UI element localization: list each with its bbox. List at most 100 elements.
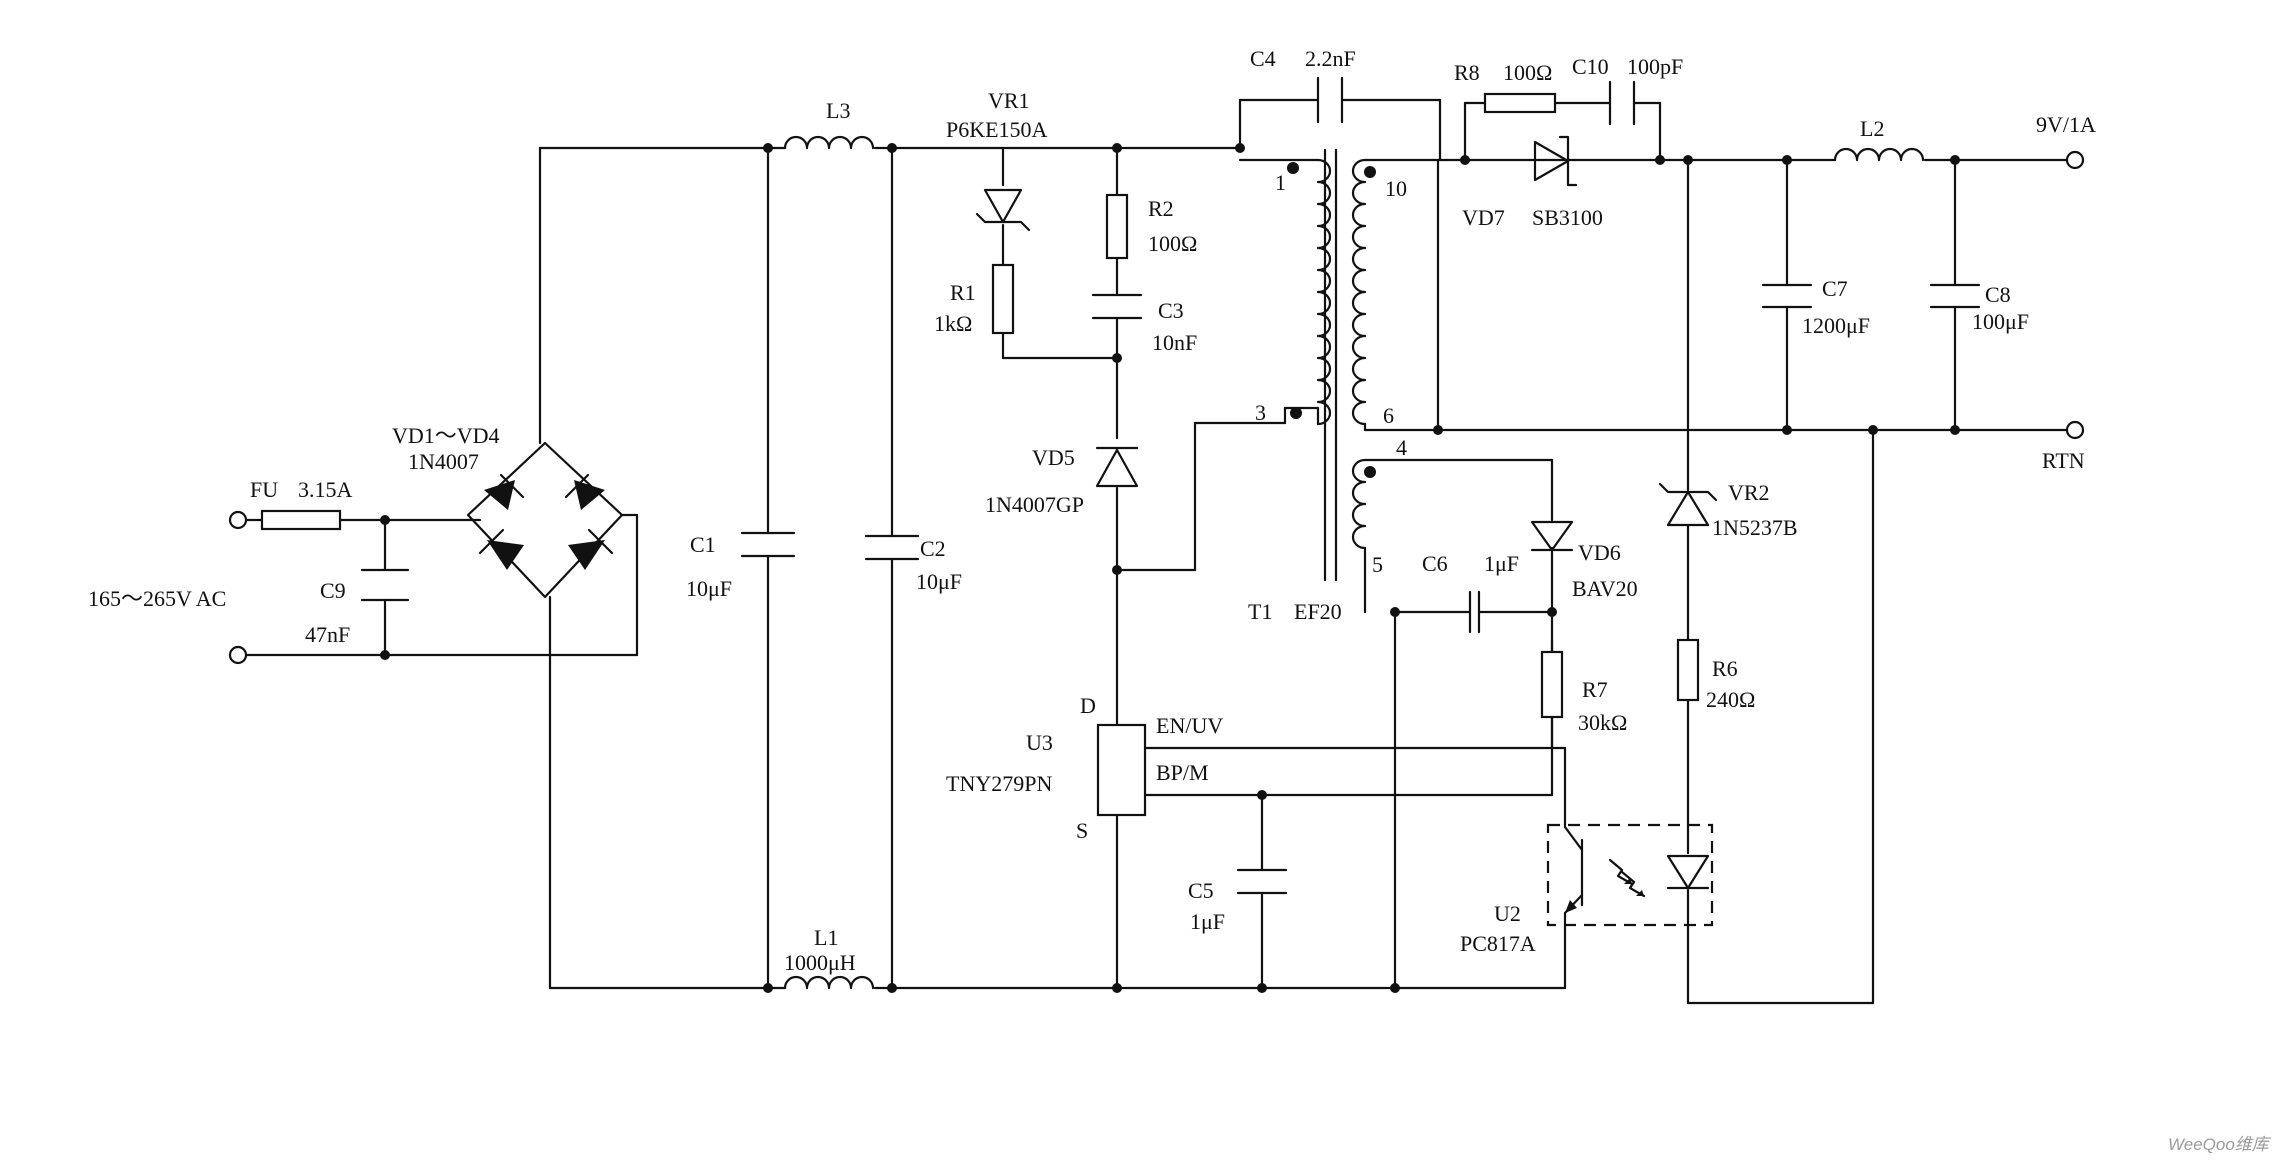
r8-ref: R8 [1454, 60, 1480, 85]
l2-inductor [1833, 147, 1925, 162]
c4-ref: C4 [1250, 46, 1276, 71]
c6-symbol [1468, 590, 1481, 634]
input-voltage-label: 165～265V AC [88, 586, 226, 611]
c5-ref: C5 [1188, 878, 1214, 903]
t1-pin3: 3 [1255, 400, 1266, 425]
vr1-value: P6KE150A [946, 117, 1048, 142]
c7-value: 1200μF [1802, 313, 1870, 338]
labels: 165～265V AC FU 3.15A C9 47nF VD1～VD4 1N4… [88, 46, 2272, 1154]
c10-value: 100pF [1627, 54, 1683, 79]
l3-inductor [783, 135, 875, 150]
c1-value: 10μF [686, 576, 732, 601]
c6-ref: C6 [1422, 551, 1448, 576]
c2-ref: C2 [920, 536, 946, 561]
t1-ref: T1 [1248, 599, 1272, 624]
t1-transformer [1283, 148, 1376, 582]
vr2-value: 1N5237B [1712, 515, 1798, 540]
vr1-tvs [975, 188, 1031, 232]
vd5-ref: VD5 [1032, 445, 1075, 470]
r7-resistor [1540, 650, 1564, 719]
u3-value: TNY279PN [946, 771, 1052, 796]
c5-value: 1μF [1190, 909, 1225, 934]
r6-resistor [1676, 638, 1700, 702]
l3-ref: L3 [826, 98, 850, 123]
c1-symbol [740, 531, 796, 558]
u3-pin-d: D [1080, 693, 1096, 718]
c5-symbol [1236, 868, 1288, 895]
output-return-label: RTN [2042, 448, 2085, 473]
c6-value: 1μF [1484, 551, 1519, 576]
r1-resistor [991, 263, 1015, 335]
l1-inductor [783, 975, 875, 990]
t1-pin1: 1 [1275, 170, 1286, 195]
c3-symbol [1091, 293, 1143, 320]
c9-ref: C9 [320, 578, 346, 603]
vr2-ref: VR2 [1728, 480, 1770, 505]
u3-ref: U3 [1026, 730, 1053, 755]
fuse-body [260, 509, 342, 531]
c9-value: 47nF [305, 622, 350, 647]
c3-value: 10nF [1152, 330, 1197, 355]
l1-ref: L1 [814, 925, 838, 950]
fu-ref: FU [250, 477, 278, 502]
vd1-ref: VD1～VD4 [392, 423, 500, 448]
u3-pin-en: EN/UV [1156, 713, 1223, 738]
u3-pin-s: S [1076, 818, 1088, 843]
vr1-ref: VR1 [988, 88, 1030, 113]
watermark: WeeQoo维库 [2168, 1135, 2272, 1154]
t1-pin10: 10 [1385, 176, 1407, 201]
c4-value: 2.2nF [1305, 46, 1356, 71]
vd6-value: BAV20 [1572, 576, 1638, 601]
c7-symbol [1761, 283, 1813, 309]
c10-ref: C10 [1572, 54, 1609, 79]
c2-value: 10μF [916, 569, 962, 594]
output-voltage-label: 9V/1A [2036, 112, 2096, 137]
l2-ref: L2 [1860, 116, 1884, 141]
c4-symbol [1316, 76, 1344, 124]
l1-value: 1000μH [784, 950, 856, 975]
c10-symbol [1608, 80, 1636, 126]
u3-pin-bp: BP/M [1156, 760, 1209, 785]
r2-ref: R2 [1148, 196, 1174, 221]
terminals [228, 150, 2085, 665]
r2-value: 100Ω [1148, 231, 1197, 256]
vd5-value: 1N4007GP [985, 492, 1084, 517]
c8-ref: C8 [1985, 282, 2011, 307]
junction-dots [380, 143, 1960, 993]
vd7-value: SB3100 [1532, 205, 1603, 230]
r8-resistor [1483, 92, 1557, 114]
c9-symbol [360, 568, 410, 602]
vd6-diode [1530, 520, 1574, 552]
r1-ref: R1 [950, 280, 976, 305]
t1-pin4: 4 [1396, 435, 1407, 460]
r1-value: 1kΩ [934, 311, 972, 336]
r6-value: 240Ω [1706, 687, 1755, 712]
vd6-ref: VD6 [1578, 540, 1621, 565]
vr2-zener [1658, 482, 1718, 527]
vd5-diode [1095, 446, 1139, 488]
c1-ref: C1 [690, 532, 716, 557]
c8-value: 100μF [1972, 309, 2029, 334]
u2-ref: U2 [1494, 901, 1521, 926]
vd7-schottky [1533, 135, 1578, 187]
vd7-ref: VD7 [1462, 205, 1505, 230]
u3-ic [1096, 723, 1147, 817]
bridge-rectifier [466, 441, 624, 599]
r6-ref: R6 [1712, 656, 1738, 681]
c8-symbol [1929, 283, 1981, 309]
u2-optocoupler [1546, 823, 1714, 927]
u2-value: PC817A [1460, 931, 1536, 956]
r2-resistor [1105, 193, 1129, 260]
t1-value: EF20 [1294, 599, 1342, 624]
r7-value: 30kΩ [1578, 710, 1627, 735]
t1-pin6: 6 [1383, 403, 1394, 428]
r8-value: 100Ω [1503, 60, 1552, 85]
r7-ref: R7 [1582, 677, 1608, 702]
fu-value: 3.15A [298, 477, 353, 502]
c2-symbol [864, 534, 920, 561]
c7-ref: C7 [1822, 276, 1848, 301]
t1-pin5: 5 [1372, 552, 1383, 577]
vd1-value: 1N4007 [408, 449, 479, 474]
c3-ref: C3 [1158, 298, 1184, 323]
